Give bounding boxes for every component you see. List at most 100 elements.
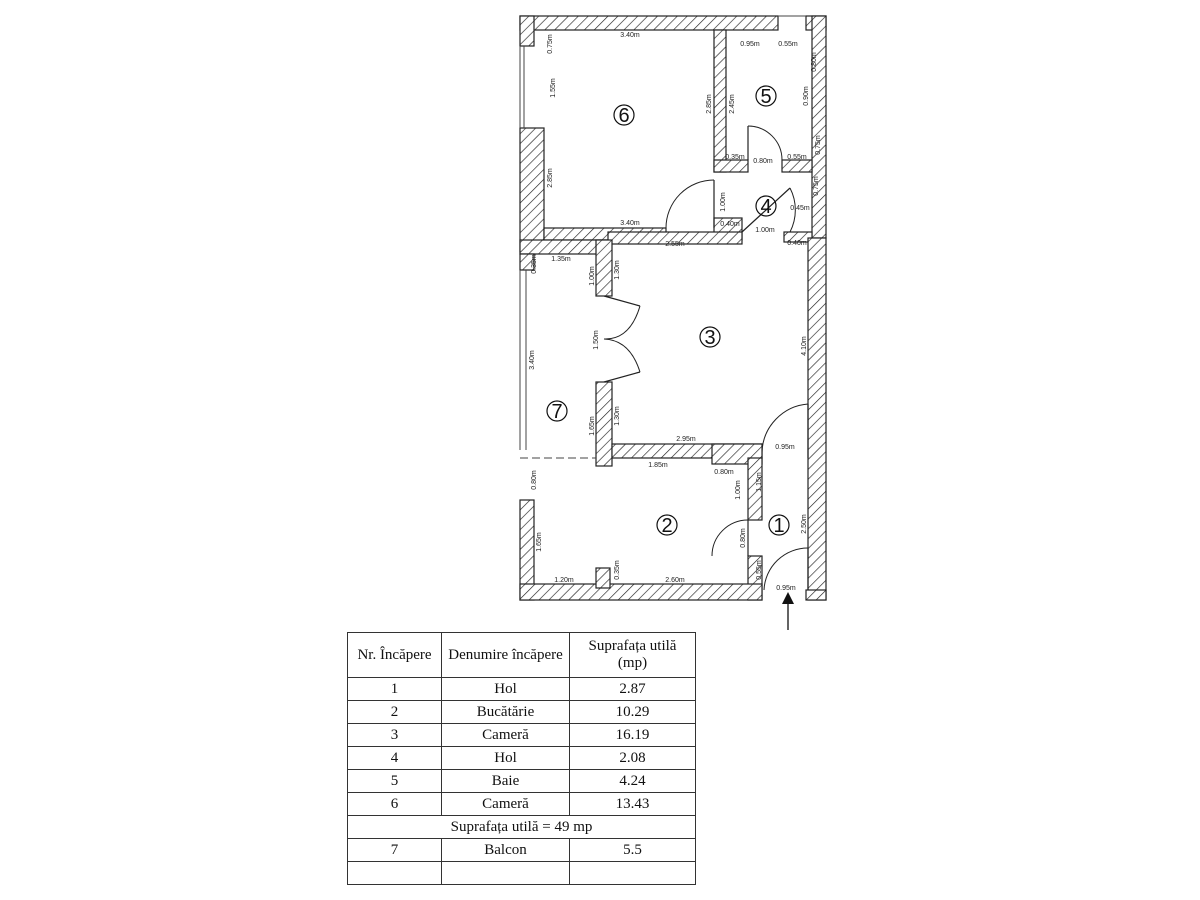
dim-label: 0.55m xyxy=(787,154,807,161)
cell-nr: 4 xyxy=(347,746,442,770)
wall xyxy=(747,457,763,521)
dim-label: 0.55m xyxy=(778,41,798,48)
wall xyxy=(807,237,827,601)
table-row: 3 Cameră 16.19 xyxy=(347,723,696,747)
cell-area: 10.29 xyxy=(569,700,696,724)
dim-label: 0.95m xyxy=(740,41,760,48)
cell-area: 16.19 xyxy=(569,723,696,747)
room-label-7: 7 xyxy=(546,400,568,423)
dim-label: 1.65m xyxy=(536,532,543,552)
wall xyxy=(805,589,827,601)
dim-label: 4.10m xyxy=(801,336,808,356)
table-row: 5 Baie 4.24 xyxy=(347,769,696,793)
dim-label: 0.80m xyxy=(714,469,734,476)
balcony-outline xyxy=(519,15,806,459)
table-row: 4 Hol 2.08 xyxy=(347,746,696,770)
dim-label: 3.40m xyxy=(620,220,640,227)
cell-nr: 1 xyxy=(347,677,442,701)
dim-label: 2.55m xyxy=(665,241,685,248)
dim-label: 0.80m xyxy=(531,470,538,490)
wall xyxy=(519,127,545,253)
dim-label: 1.20m xyxy=(554,577,574,584)
dim-label: 0.35m xyxy=(531,254,538,274)
cell-area: 4.24 xyxy=(569,769,696,793)
cell-area: 2.08 xyxy=(569,746,696,770)
wall xyxy=(519,15,779,31)
table-blank-row xyxy=(347,861,696,885)
header-cell: Suprafața utilă (mp) xyxy=(569,632,696,678)
room-label-6: 6 xyxy=(613,104,635,127)
dim-label: 1.30m xyxy=(614,406,621,426)
cell-area: 5.5 xyxy=(569,838,696,862)
dim-label: 1.00m xyxy=(755,227,775,234)
svg-text:6: 6 xyxy=(618,105,629,127)
cell-nr: 7 xyxy=(347,838,442,862)
table-row: 1 Hol 2.87 xyxy=(347,677,696,701)
cell-nr: 6 xyxy=(347,792,442,816)
cell-area xyxy=(569,861,696,885)
table-row: 6 Cameră 13.43 xyxy=(347,792,696,816)
room-label-1: 1 xyxy=(768,514,790,537)
dim-label: 0.80m xyxy=(753,158,773,165)
wall xyxy=(713,29,727,173)
dim-label: 2.85m xyxy=(547,168,554,188)
svg-text:4: 4 xyxy=(760,196,771,218)
dim-label: 3.40m xyxy=(620,32,640,39)
svg-text:1: 1 xyxy=(773,515,784,537)
floor-plan: 6 5 4 3 7 2 1 3.40m 0.75m 1.55m xyxy=(519,15,827,630)
cell-name: Baie xyxy=(441,769,570,793)
dim-label: 0.95m xyxy=(776,585,796,592)
dim-label: 0.80m xyxy=(740,528,747,548)
dim-label: 1.00m xyxy=(720,192,727,212)
dim-label: 2.85m xyxy=(706,94,713,114)
wall xyxy=(595,567,611,589)
total-cell: Suprafața utilă = 49 mp xyxy=(347,815,696,839)
cell-area: 13.43 xyxy=(569,792,696,816)
dim-label: 1.85m xyxy=(648,462,668,469)
wall xyxy=(595,381,613,467)
cell-area: 2.87 xyxy=(569,677,696,701)
dim-label: 0.35m xyxy=(725,154,745,161)
wall xyxy=(519,253,535,271)
table-row: 7 Balcon 5.5 xyxy=(347,838,696,862)
dim-label: 0.55m xyxy=(756,560,763,580)
entry-arrow-icon xyxy=(782,592,794,630)
dim-label: 0.45m xyxy=(790,205,810,212)
cell-name xyxy=(441,861,570,885)
table-row: 2 Bucătărie 10.29 xyxy=(347,700,696,724)
svg-text:3: 3 xyxy=(704,327,715,349)
header-cell: Denumire încăpere xyxy=(441,632,570,678)
dim-label: 0.75m xyxy=(815,135,822,155)
doors xyxy=(603,125,809,591)
room-label-2: 2 xyxy=(656,514,678,537)
dim-label: 0.35m xyxy=(614,560,621,580)
cell-nr: 5 xyxy=(347,769,442,793)
wall xyxy=(783,231,813,243)
table-total-row: Suprafața utilă = 49 mp xyxy=(347,815,696,839)
room-label-5: 5 xyxy=(755,85,777,108)
dim-label: 1.35m xyxy=(551,256,571,263)
cell-name: Cameră xyxy=(441,723,570,747)
wall xyxy=(595,239,613,297)
dim-label: 0.90m xyxy=(803,86,810,106)
dim-label: 1.30m xyxy=(614,260,621,280)
dim-label: 0.75m xyxy=(547,34,554,54)
dim-label: 2.60m xyxy=(665,577,685,584)
dim-label: 1.00m xyxy=(589,266,596,286)
cell-name: Hol xyxy=(441,746,570,770)
wall xyxy=(607,231,743,245)
area-table: Nr. Încăpere Denumire încăpere Suprafața… xyxy=(347,632,696,885)
dimension-labels: 3.40m 0.75m 1.55m 2.85m 2.85m 3.40m 0.95… xyxy=(529,32,822,592)
dim-label: 0.95m xyxy=(775,444,795,451)
cell-nr: 3 xyxy=(347,723,442,747)
header-cell: Nr. Încăpere xyxy=(347,632,442,678)
dim-label: 2.95m xyxy=(676,436,696,443)
dim-label: 0.75m xyxy=(813,176,820,196)
cell-nr: 2 xyxy=(347,700,442,724)
dim-label: 0.40m xyxy=(720,221,740,228)
svg-text:2: 2 xyxy=(661,515,672,537)
dim-label: 1.50m xyxy=(593,330,600,350)
svg-text:5: 5 xyxy=(760,86,771,108)
dim-label: 0.80m xyxy=(811,52,818,72)
dim-label: 0.40m xyxy=(787,240,807,247)
